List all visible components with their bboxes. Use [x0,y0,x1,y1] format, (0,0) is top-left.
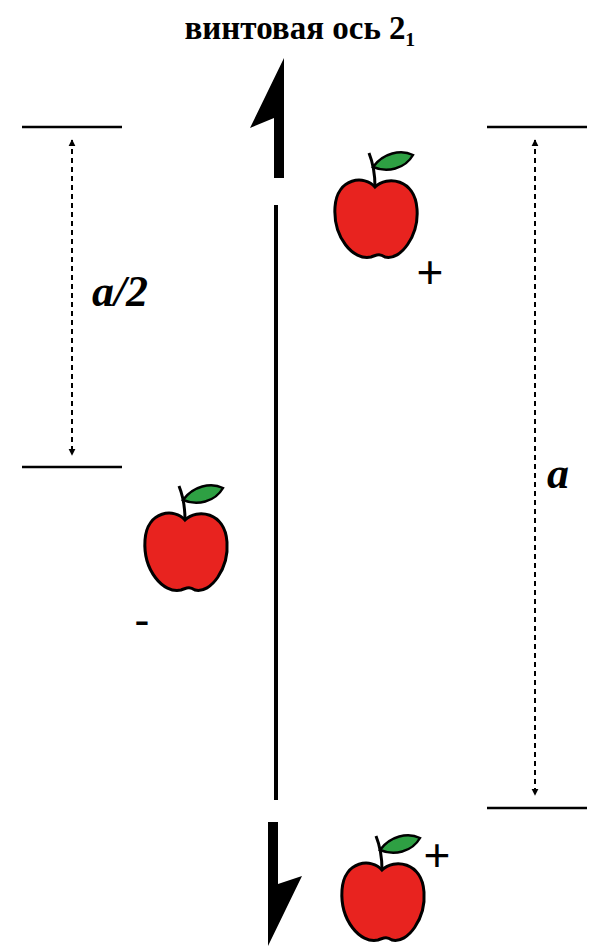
dimension-label: a [545,450,571,498]
apple-motif [145,485,227,590]
screw-axis-symbol [250,58,284,178]
apple-motif [335,152,417,257]
dimension-arrow [534,140,536,795]
sign-label: + [424,832,451,878]
sign-label: - [134,597,149,643]
sign-label: + [417,249,444,295]
screw-axis-symbol [268,822,302,946]
diagram-title: винтовая ось 2₁ [185,12,416,45]
level-lines [22,127,587,808]
apple-motif [342,835,424,940]
dimension-arrow [71,140,73,455]
dimension-label: a/2 [90,268,150,316]
axis-line [274,205,278,800]
